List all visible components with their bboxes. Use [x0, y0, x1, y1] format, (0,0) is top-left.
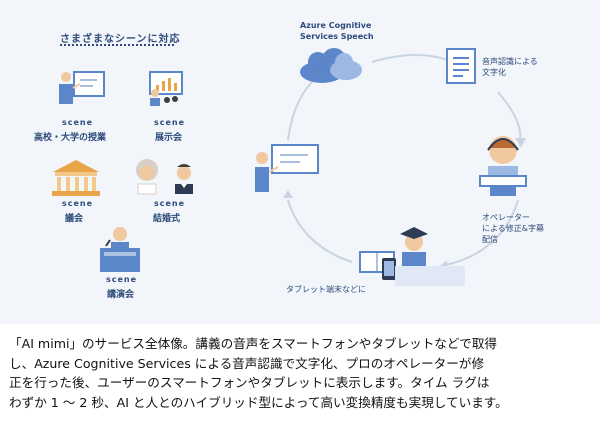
- tablet-label: タブレット端末などに: [286, 285, 366, 294]
- scene-label-parliament: 議会: [65, 214, 84, 224]
- scene-lecture-illustration: [100, 227, 140, 272]
- scene-tag: scene: [62, 199, 94, 208]
- scene-label-lecture: 講演会: [107, 290, 135, 300]
- scene-label-classroom: 高校・大学の授業: [34, 133, 107, 143]
- scene-tag: scene: [62, 118, 94, 127]
- scene-wedding-illustration: [136, 159, 193, 195]
- scene-label-exhibition: 展示会: [155, 133, 183, 143]
- cloud-illustration: [300, 48, 362, 83]
- caption-line: し、Azure Cognitive Services による音声認識で文字化、プ…: [9, 355, 485, 371]
- cycle-arrows: [287, 54, 522, 266]
- scene-tag: scene: [106, 275, 138, 284]
- scene-tag: scene: [154, 118, 186, 127]
- document-label-line1: 音声認識による: [482, 57, 538, 66]
- center-teacher-illustration: [255, 144, 319, 192]
- caption-line: 「AI mimi」のサービス全体像。講義の音声をスマートフォンやタブレットなどで…: [9, 336, 498, 351]
- operator-label-line2: による修正&字幕: [482, 224, 544, 233]
- scene-exhibition-illustration: [149, 71, 183, 106]
- scene-tag: scene: [154, 199, 186, 208]
- cloud-label-line2: Services Speech: [300, 32, 374, 41]
- cloud-label-line1: Azure Cognitive: [300, 21, 372, 30]
- operator-label-line3: 配信: [482, 235, 498, 244]
- caption-line: 正を行った後、ユーザーのスマートフォンやタブレットに表示します。タイム ラグは: [9, 375, 490, 391]
- document-illustration: [446, 48, 476, 84]
- scene-classroom-illustration: [59, 71, 105, 104]
- document-label-line2: 文字化: [482, 68, 506, 77]
- scene-parliament-illustration: [52, 160, 100, 196]
- operator-illustration: [479, 136, 527, 196]
- heading-underline: [60, 44, 174, 49]
- diagram-graphics: [52, 48, 527, 286]
- scene-label-wedding: 結婚式: [153, 214, 181, 224]
- operator-label-line1: オペレーター: [482, 213, 530, 222]
- caption-line: わずか 1 〜 2 秒、AI と人とのハイブリッド型によって高い変換精度も実現し…: [9, 394, 508, 410]
- scenes-heading: さまざまなシーンに対応: [60, 34, 181, 45]
- caption: 「AI mimi」のサービス全体像。講義の音声をスマートフォンやタブレットなどで…: [9, 334, 594, 412]
- tablet-user-illustration: [359, 227, 465, 286]
